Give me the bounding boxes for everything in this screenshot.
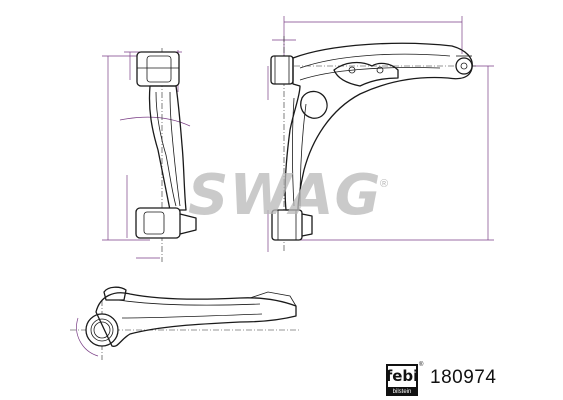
logo-box: febi [386,364,418,389]
part-number: 180974 [430,367,497,388]
logo-text: febi [385,367,419,385]
top-view [267,16,494,252]
watermark-text: SWAG [188,163,382,228]
logo-registered-mark: ® [419,362,424,368]
febi-bilstein-logo: febi bilstein ® [386,362,424,396]
watermark-registered-mark: ® [380,178,389,190]
swag-watermark: SWAG [188,168,381,224]
side-view [102,48,197,262]
logo-subtext: bilstein [386,388,418,396]
front-view [70,286,300,360]
